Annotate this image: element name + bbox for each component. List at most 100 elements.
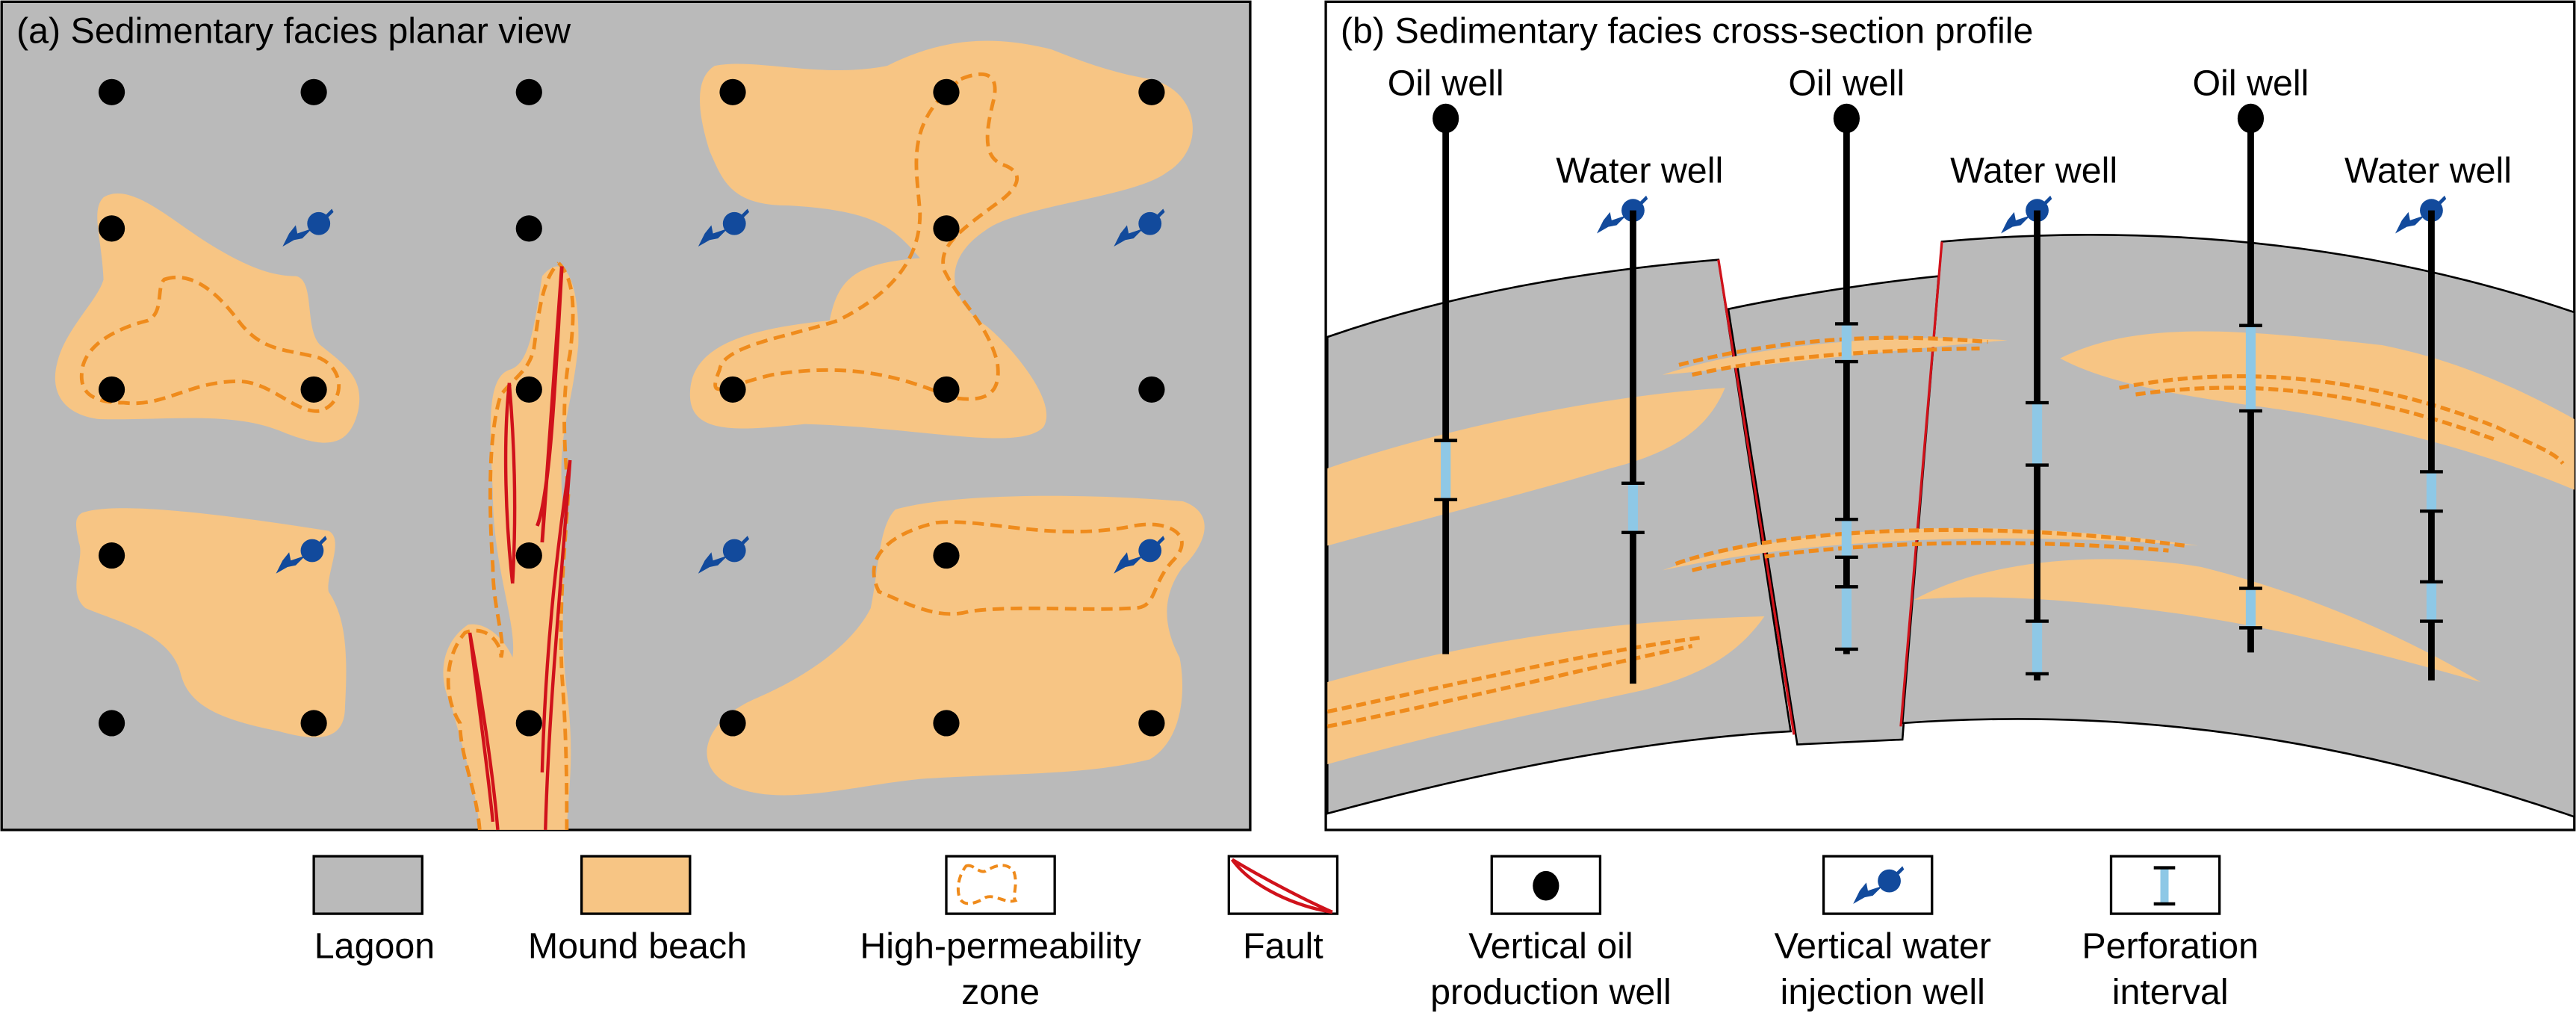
hpz-left-lower-b bbox=[1326, 643, 1693, 728]
oil-well bbox=[98, 542, 125, 569]
legend-label-perforation-line1: Perforation bbox=[2082, 926, 2259, 966]
fault-line-4 bbox=[468, 632, 500, 831]
legend-label-perforation-line2: interval bbox=[2112, 972, 2229, 1012]
high-perm-swatch bbox=[945, 855, 1056, 915]
oil-well-1-label: Oil well bbox=[1388, 64, 1504, 104]
mound-beach-lenses bbox=[1327, 331, 2575, 764]
lens-left-upper bbox=[1327, 388, 1725, 546]
oil-well bbox=[515, 710, 542, 737]
panel-b-cross-section: (b) Sedimentary facies cross-section pro… bbox=[1324, 0, 2576, 831]
fault-line-1 bbox=[536, 266, 564, 543]
high-perm-zone-4 bbox=[446, 261, 575, 831]
oil-well bbox=[98, 78, 125, 105]
hpz-mid-upper-b bbox=[1692, 346, 1980, 377]
oil-well bbox=[98, 215, 125, 242]
hpz-mid-lower-a bbox=[1675, 527, 2185, 566]
hpz-right-a bbox=[2118, 374, 2565, 465]
lens-right-lower bbox=[1914, 559, 2481, 682]
perforation-icon bbox=[2160, 867, 2169, 904]
legend-label-water-well-line2: injection well bbox=[1781, 972, 1985, 1012]
fault-icon bbox=[1230, 858, 1333, 914]
oil-wells-a bbox=[98, 78, 1165, 737]
oil-well bbox=[1138, 78, 1165, 105]
perforation-interval bbox=[2032, 403, 2043, 465]
water-well-2: Water well bbox=[1950, 150, 2117, 681]
high-perm-zone-1 bbox=[79, 275, 341, 413]
oil-well bbox=[98, 376, 125, 403]
hpz-right-b bbox=[2135, 385, 2498, 443]
legend-label-oil-well-line2: production well bbox=[1430, 972, 1672, 1012]
fault-line-left bbox=[1717, 259, 1796, 735]
perforation-interval bbox=[1441, 440, 1451, 500]
oil-well bbox=[1138, 710, 1165, 737]
water-well-2-label: Water well bbox=[1950, 150, 2117, 191]
oil-well bbox=[719, 710, 746, 737]
mound-beach-bottom-left bbox=[75, 508, 347, 738]
legend-item-perforation: Perforation interval bbox=[2082, 855, 2259, 1012]
oil-well bbox=[933, 215, 960, 242]
lens-mid-upper bbox=[1663, 338, 2008, 375]
water-well-3-label: Water well bbox=[2344, 150, 2512, 191]
oil-well-1: Oil well bbox=[1388, 64, 1504, 654]
oil-well bbox=[1138, 376, 1165, 403]
legend-item-mound-beach: Mound beach bbox=[528, 855, 747, 966]
perforation-interval bbox=[1841, 586, 1852, 649]
fault-line-3 bbox=[540, 459, 572, 830]
water-well-3: Water well bbox=[2344, 150, 2512, 681]
high-permeability-zones-b bbox=[1326, 335, 2565, 728]
legend-item-water-well: Vertical water injection well bbox=[1775, 855, 1991, 1012]
water-well-swatch bbox=[1822, 855, 1934, 915]
high-perm-zone-3 bbox=[872, 520, 1184, 616]
legend-label-high-perm-line1: High-permeability bbox=[860, 926, 1141, 966]
oil-well-2-label: Oil well bbox=[1788, 64, 1905, 104]
lens-left-lower bbox=[1327, 616, 1765, 764]
legend-item-fault: Fault bbox=[1227, 855, 1339, 966]
panel-a-title: (a) Sedimentary facies planar view bbox=[16, 10, 571, 51]
faults-a bbox=[468, 266, 572, 831]
perforation-interval bbox=[1841, 323, 1852, 362]
fault-line-2 bbox=[503, 382, 517, 584]
oil-well bbox=[933, 542, 960, 569]
oil-well bbox=[933, 710, 960, 737]
legend-item-oil-well: Vertical oil production well bbox=[1430, 855, 1672, 1012]
oil-well-swatch bbox=[1490, 855, 1602, 915]
fault-line-right bbox=[1899, 241, 1943, 727]
fault-swatch bbox=[1227, 855, 1339, 915]
legend-label-lagoon: Lagoon bbox=[314, 926, 435, 966]
oil-well bbox=[300, 710, 327, 737]
legend-label-fault: Fault bbox=[1243, 926, 1323, 966]
perforation-interval bbox=[2426, 581, 2437, 622]
perforation-interval bbox=[2032, 621, 2043, 674]
wells-b: Oil well Water well Oil well bbox=[1388, 64, 2512, 684]
oil-well bbox=[515, 78, 542, 105]
mound-beach-top-left bbox=[55, 193, 360, 443]
legend-label-mound-beach: Mound beach bbox=[528, 926, 747, 966]
oil-well bbox=[98, 710, 125, 737]
legend-item-high-permeability-zone: High-permeability zone bbox=[860, 855, 1142, 1012]
panel-b-title: (b) Sedimentary facies cross-section pro… bbox=[1341, 10, 2034, 51]
oil-well-2: Oil well bbox=[1788, 64, 1905, 654]
hpz-mid-upper-a bbox=[1678, 335, 1988, 367]
hpz-left-lower-a bbox=[1326, 635, 1701, 714]
legend-label-oil-well-line1: Vertical oil bbox=[1468, 926, 1633, 966]
water-well-1-label: Water well bbox=[1556, 150, 1723, 191]
hpz-mid-lower-b bbox=[1691, 541, 2169, 572]
legend: Lagoon Mound beach High-permeability zon… bbox=[312, 855, 2259, 1012]
perforation-interval bbox=[2245, 325, 2256, 412]
oil-well bbox=[719, 78, 746, 105]
faults-b bbox=[1717, 241, 1943, 735]
legend-item-lagoon: Lagoon bbox=[312, 855, 435, 966]
mound-beach-bottom-right bbox=[707, 495, 1205, 796]
mound-beach-swatch bbox=[580, 855, 692, 915]
lens-mid-lower bbox=[1663, 527, 2199, 571]
lens-right-upper bbox=[2060, 331, 2575, 490]
oil-well bbox=[515, 376, 542, 403]
oil-well bbox=[300, 78, 327, 105]
oil-well-3-label: Oil well bbox=[2193, 64, 2309, 104]
oil-well bbox=[515, 215, 542, 242]
high-perm-zone-icon bbox=[956, 864, 1018, 905]
legend-label-water-well-line1: Vertical water bbox=[1775, 926, 1991, 966]
perforation-interval bbox=[1627, 483, 1639, 533]
lagoon-swatch bbox=[312, 855, 423, 915]
